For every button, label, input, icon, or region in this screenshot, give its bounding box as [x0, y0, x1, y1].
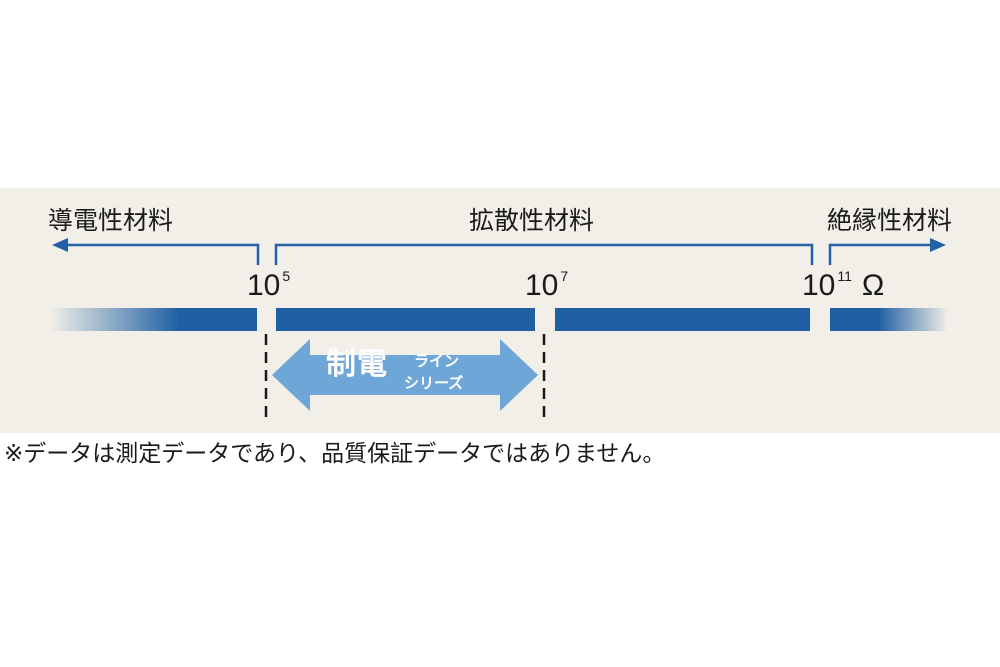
scale-bar-segment-3	[555, 308, 810, 331]
insulating-arrowhead	[930, 238, 946, 252]
scale-bar-fade-right	[878, 308, 948, 331]
value-3-exponent: 11	[837, 268, 852, 284]
value-2-exponent: 7	[560, 268, 569, 284]
dissipative-bracket	[274, 243, 814, 265]
badge-sub-line2: シリーズ	[404, 374, 464, 392]
antistatic-range-arrow	[272, 339, 538, 411]
conductive-arrowhead	[52, 238, 68, 252]
insulating-label: 絶縁性材料	[827, 206, 953, 235]
dissipative-label: 拡散性材料	[469, 206, 595, 235]
value-1-exponent: 5	[282, 268, 291, 284]
conductive-label: 導電性材料	[48, 206, 174, 235]
scale-bar-segment-2	[276, 308, 535, 331]
scale-bar-segment-1	[178, 308, 257, 331]
unit-ohm: Ω	[861, 269, 885, 302]
value-3-base: 10	[802, 269, 836, 302]
insulating-bracket	[828, 243, 930, 265]
disclaimer-note: ※データは測定データであり、品質保証データではありません。	[4, 441, 666, 467]
scale-bar-fade-left	[50, 308, 180, 331]
conductive-bracket	[66, 243, 260, 265]
value-1-base: 10	[247, 269, 281, 302]
scale-bar-segment-4	[830, 308, 880, 331]
value-2-base: 10	[525, 269, 559, 302]
badge-main-text: 制電	[326, 347, 388, 382]
badge-sub-line1: ライン	[414, 352, 460, 370]
